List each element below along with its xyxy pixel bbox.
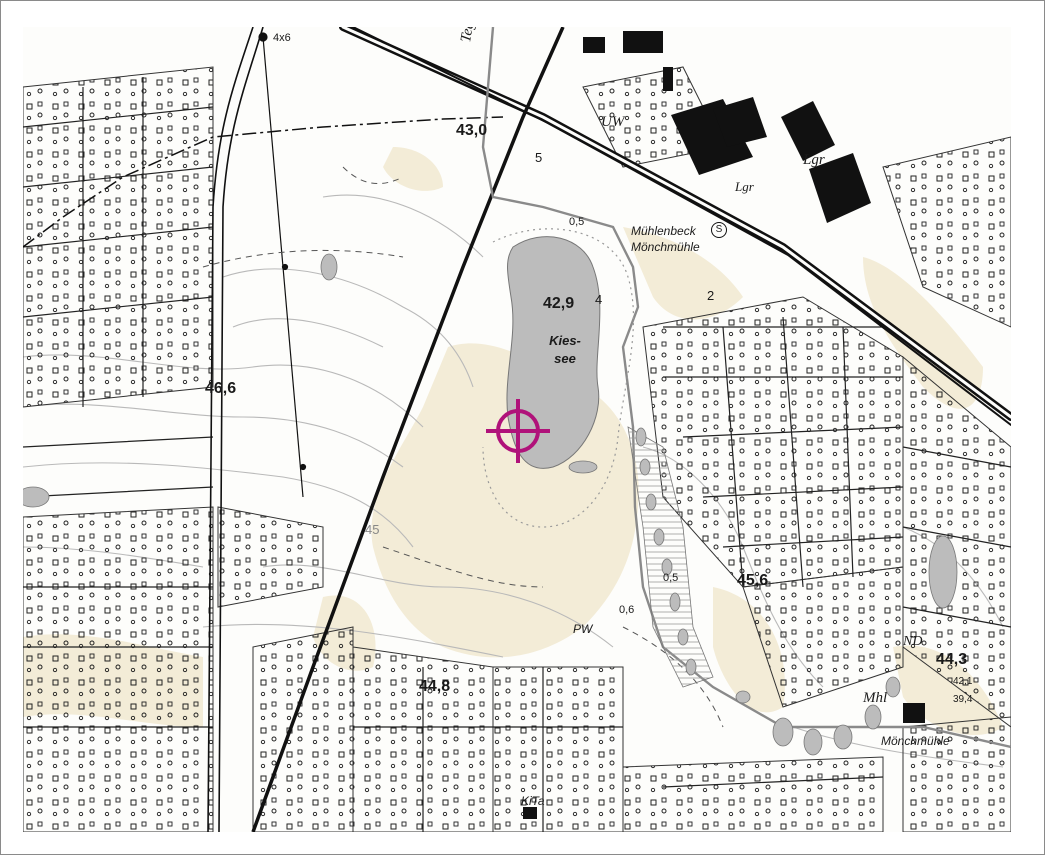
- kita-label: KiTa: [521, 794, 545, 808]
- lake-label-line-2: see: [554, 350, 576, 366]
- crosshair-target-icon: [486, 399, 550, 463]
- map-graphics: [23, 27, 1011, 832]
- mill-label: Mönchmühle: [881, 734, 950, 748]
- depth-label-1: 0,5: [569, 216, 585, 228]
- mill-short-label: Mhl: [863, 690, 888, 706]
- boundary-line: [23, 116, 504, 248]
- depth-label-2: 0,5: [663, 572, 679, 584]
- substation-label: UW: [601, 114, 625, 130]
- station-name-2: Mönchmühle: [631, 240, 700, 254]
- storage-label-1: Lgr: [803, 152, 825, 168]
- diagonal-line: [251, 27, 565, 832]
- depth-label-3: 0,6: [619, 604, 635, 616]
- lake-kiessee: [506, 236, 601, 469]
- pw-label: PW: [573, 622, 593, 636]
- ponds: [23, 253, 958, 609]
- station-s-icon: S: [711, 222, 727, 238]
- number-2: 2: [707, 288, 715, 303]
- embankment: [482, 228, 635, 528]
- railway: [339, 27, 1011, 426]
- main-road: [207, 27, 264, 832]
- lake-label: Kies- see: [535, 332, 595, 367]
- spot-height-429: 42,9: [543, 295, 575, 312]
- pole-label: 4x6: [273, 32, 291, 44]
- spot-height-430: 43,0: [456, 122, 488, 139]
- station-name-1: Mühlenbeck: [631, 224, 696, 238]
- spot-height-448: 44,8: [419, 678, 451, 695]
- spot-height-466: 46,6: [205, 380, 237, 397]
- power-line: [258, 32, 307, 498]
- spot-height-443: 44,3: [936, 651, 968, 668]
- contour-label-45: 45: [365, 522, 380, 537]
- lake-label-line-1: Kies-: [549, 333, 581, 348]
- stream: [481, 27, 1011, 749]
- buildings: [523, 31, 925, 819]
- nd-label: ND: [903, 634, 923, 649]
- topographic-map[interactable]: 43,0 42,9 46,6 45,6 44,8 44,3 4x6 Teg UW…: [23, 27, 1011, 832]
- small-height-394: 39,4: [953, 694, 973, 705]
- spot-height-456: 45,6: [737, 572, 769, 589]
- wetland: [627, 426, 901, 756]
- settlement-blocks: [23, 66, 1011, 832]
- number-5: 5: [535, 150, 543, 165]
- storage-label-2: Lgr: [735, 179, 754, 194]
- small-height-421: 42,1: [953, 676, 973, 687]
- number-4: 4: [595, 292, 603, 307]
- street-grid: [23, 77, 1011, 832]
